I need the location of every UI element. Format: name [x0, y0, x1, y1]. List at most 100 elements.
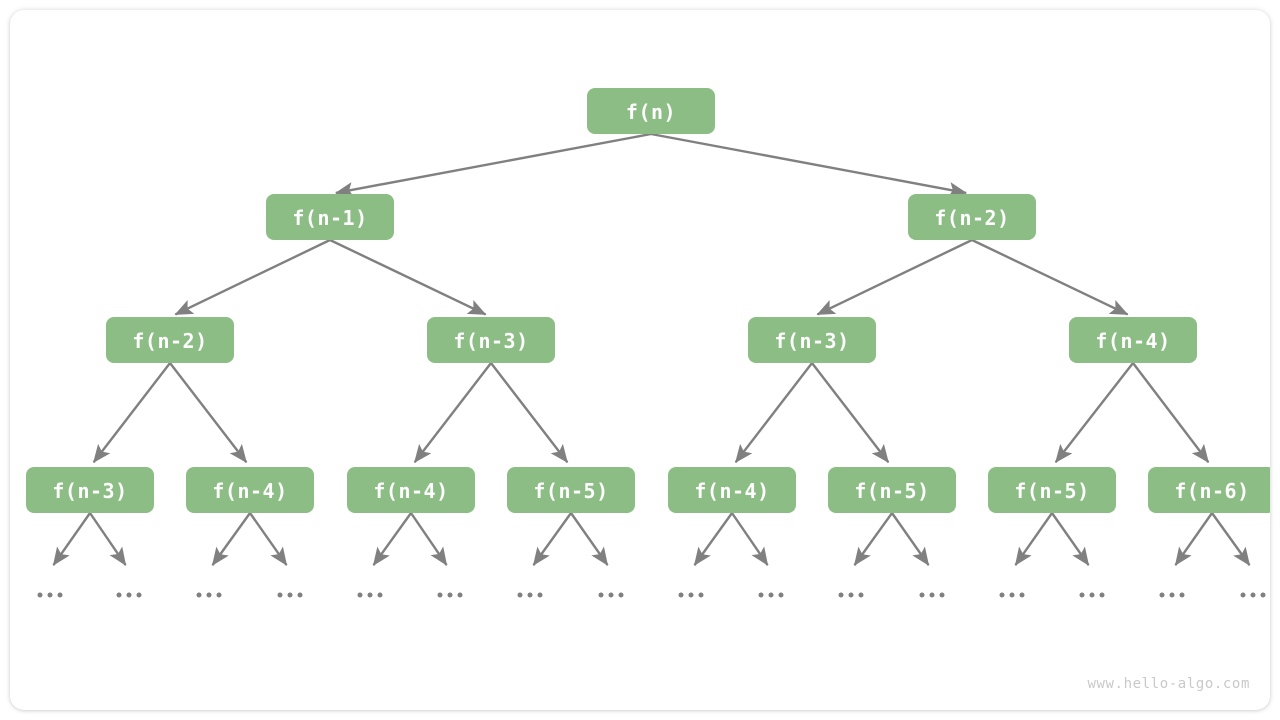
tree-node-box[interactable] — [668, 467, 796, 513]
ellipsis-dot — [768, 592, 774, 598]
tree-node[interactable]: f(n-5) — [988, 467, 1116, 513]
tree-node-box[interactable] — [1148, 467, 1270, 513]
ellipsis-dot — [698, 592, 704, 598]
tree-edge — [734, 362, 813, 464]
tree-edge-to-ellipsis — [410, 512, 448, 566]
tree-edge — [92, 362, 171, 464]
tree-node-box[interactable] — [1069, 317, 1197, 363]
tree-node[interactable]: f(n-4) — [347, 467, 475, 513]
ellipsis-dot — [1260, 592, 1266, 598]
tree-edge-to-ellipsis — [52, 512, 91, 566]
tree-node-label: f(n-4) — [373, 479, 448, 503]
tree-node-box[interactable] — [908, 194, 1036, 240]
tree-edge-to-ellipsis — [1211, 512, 1251, 566]
tree-node-label: f(n-1) — [292, 206, 367, 230]
ellipsis-dots — [517, 592, 543, 598]
ellipsis-dot — [598, 592, 604, 598]
ellipsis-dot — [196, 592, 202, 598]
tree-node[interactable]: f(n-2) — [106, 317, 234, 363]
ellipsis-dot — [1159, 592, 1165, 598]
tree-node-box[interactable] — [266, 194, 394, 240]
tree-node[interactable]: f(n-4) — [186, 467, 314, 513]
tree-node-label: f(n) — [626, 100, 676, 124]
tree-edge-to-ellipsis — [1051, 512, 1090, 566]
tree-node[interactable]: f(n-2) — [908, 194, 1036, 240]
tree-node-label: f(n-5) — [533, 479, 608, 503]
tree-node-box[interactable] — [427, 317, 555, 363]
tree-node-label: f(n-6) — [1174, 479, 1249, 503]
ellipsis-dot — [357, 592, 363, 598]
tree-edge-to-ellipsis — [693, 512, 733, 566]
tree-edge — [174, 238, 331, 316]
ellipsis-dots — [196, 592, 222, 598]
ellipsis-dot — [1009, 592, 1015, 598]
tree-node[interactable]: f(n-4) — [1069, 317, 1197, 363]
tree-edge-to-ellipsis — [570, 512, 609, 566]
tree-node-label: f(n-4) — [212, 479, 287, 503]
ellipsis-dot — [1169, 592, 1175, 598]
ellipsis-dots — [999, 592, 1025, 598]
ellipsis-dot — [47, 592, 53, 598]
ellipsis-dot — [1179, 592, 1185, 598]
ellipsis-dot — [929, 592, 935, 598]
tree-edge — [334, 132, 652, 198]
tree-edge — [650, 132, 968, 198]
tree-edge — [811, 362, 890, 464]
tree-node[interactable]: f(n) — [587, 88, 715, 134]
ellipsis-dot — [517, 592, 523, 598]
tree-node[interactable]: f(n-3) — [26, 467, 154, 513]
ellipsis-dot — [1250, 592, 1256, 598]
tree-node-box[interactable] — [828, 467, 956, 513]
tree-node[interactable]: f(n-5) — [507, 467, 635, 513]
ellipsis-dots — [598, 592, 624, 598]
tree-node-label: f(n-3) — [453, 329, 528, 353]
tree-node[interactable]: f(n-4) — [668, 467, 796, 513]
tree-node[interactable]: f(n-6) — [1148, 467, 1270, 513]
ellipsis-dot — [1019, 592, 1025, 598]
tree-node-box[interactable] — [26, 467, 154, 513]
tree-node[interactable]: f(n-3) — [427, 317, 555, 363]
ellipsis-dot — [1240, 592, 1246, 598]
ellipsis-dot — [126, 592, 132, 598]
ellipsis-dots — [37, 592, 63, 598]
watermark-text: www.hello-algo.com — [1087, 676, 1250, 692]
tree-node-label: f(n-2) — [934, 206, 1009, 230]
tree-node-box[interactable] — [587, 88, 715, 134]
ellipsis-dot — [838, 592, 844, 598]
tree-node[interactable]: f(n-5) — [828, 467, 956, 513]
tree-edge-to-ellipsis — [211, 512, 251, 566]
tree-edge-to-ellipsis — [891, 512, 930, 566]
tree-node-box[interactable] — [186, 467, 314, 513]
tree-edges-group — [52, 132, 1251, 566]
ellipsis-dot — [608, 592, 614, 598]
ellipsis-dots — [838, 592, 864, 598]
tree-node-box[interactable] — [106, 317, 234, 363]
tree-node-box[interactable] — [988, 467, 1116, 513]
ellipsis-dot — [858, 592, 864, 598]
tree-ellipsis-group — [37, 592, 1266, 598]
tree-node[interactable]: f(n-3) — [748, 317, 876, 363]
ellipsis-dot — [437, 592, 443, 598]
tree-node[interactable]: f(n-1) — [266, 194, 394, 240]
ellipsis-dot — [206, 592, 212, 598]
ellipsis-dot — [277, 592, 283, 598]
ellipsis-dots — [277, 592, 303, 598]
tree-node-box[interactable] — [507, 467, 635, 513]
ellipsis-dot — [1089, 592, 1095, 598]
tree-node-box[interactable] — [748, 317, 876, 363]
tree-nodes-group: f(n) f(n-1) f(n-2) f(n-2) f(n-3) f(n-3) f(n-4)… — [26, 88, 1270, 513]
ellipsis-dot — [457, 592, 463, 598]
ellipsis-dot — [758, 592, 764, 598]
tree-edge-to-ellipsis — [731, 512, 769, 566]
ellipsis-dots — [1159, 592, 1185, 598]
tree-edge — [490, 362, 569, 464]
tree-node-box[interactable] — [347, 467, 475, 513]
tree-edge — [169, 362, 248, 464]
ellipsis-dot — [678, 592, 684, 598]
ellipsis-dot — [136, 592, 142, 598]
ellipsis-dot — [919, 592, 925, 598]
recursion-tree-svg: f(n) f(n-1) f(n-2) f(n-2) f(n-3) f(n-3) f(n-4)… — [26, 88, 1270, 598]
ellipsis-dot — [57, 592, 63, 598]
tree-edge — [1054, 362, 1134, 464]
tree-node-label: f(n-4) — [1095, 329, 1170, 353]
